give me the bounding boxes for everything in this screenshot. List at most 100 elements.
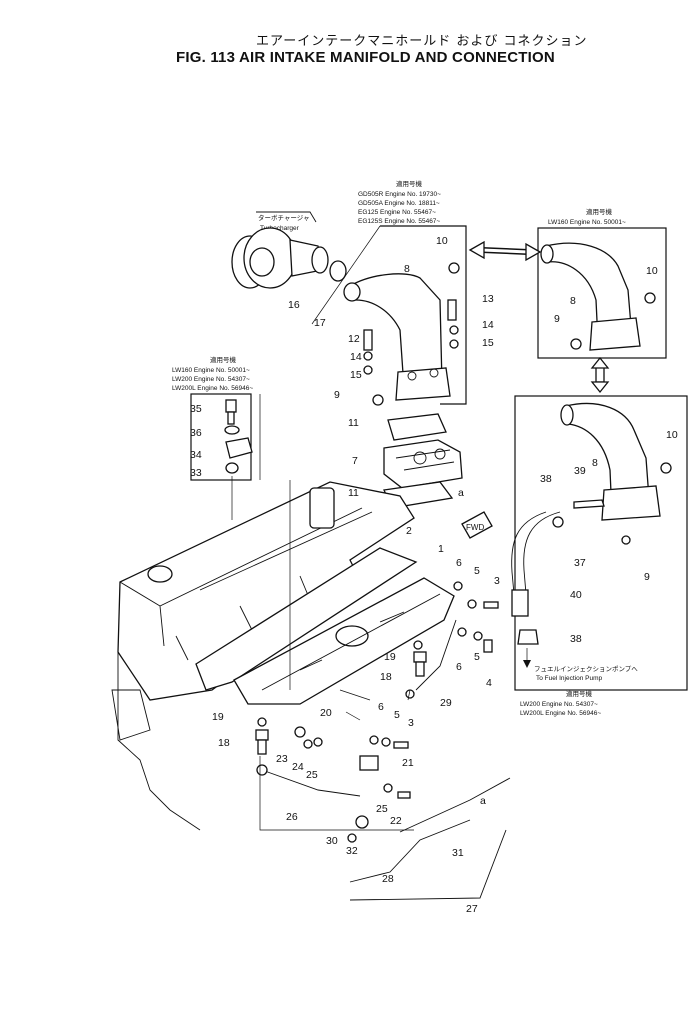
intake-connector-pipe-lw200: [511, 402, 672, 645]
svg-text:a: a: [480, 795, 486, 807]
svg-text:16: 16: [288, 299, 300, 311]
inset-frame-main: [380, 225, 467, 405]
svg-text:35: 35: [190, 403, 202, 415]
svg-text:34: 34: [190, 449, 202, 461]
svg-text:20: 20: [320, 707, 332, 719]
svg-text:適用号機: 適用号機: [566, 689, 593, 698]
svg-text:6: 6: [456, 661, 462, 673]
fuel-pump-note: フュエルインジェクションポンプへ To Fuel Injection Pump: [523, 648, 638, 682]
svg-text:LW200L Engine No. 56946~: LW200L Engine No. 56946~: [520, 710, 601, 717]
leader-lines: [231, 394, 414, 831]
svg-text:15: 15: [482, 337, 494, 349]
svg-text:40: 40: [570, 589, 582, 601]
svg-text:28: 28: [382, 873, 394, 885]
svg-text:25: 25: [376, 803, 388, 815]
gasket-11-upper: [387, 413, 447, 441]
applicability-top: 適用号機 GD505R Engine No. 19730~ GD505A Eng…: [358, 179, 441, 225]
svg-text:9: 9: [334, 389, 340, 401]
page-title-japanese: エアーインテークマニホールド および コネクション: [256, 34, 588, 49]
svg-text:10: 10: [646, 265, 658, 277]
manifold-gasket-2: [195, 547, 418, 691]
svg-text:23: 23: [276, 753, 288, 765]
intake-housing-7: [383, 439, 463, 489]
svg-text:適用号機: 適用号機: [396, 179, 423, 188]
callout-numbers: 1 2 3 3 4 5 5 5 6 6 6 7 8 8 8 9 9 9 10 1…: [190, 235, 678, 915]
svg-text:14: 14: [482, 319, 494, 331]
intake-manifold-1: [233, 577, 455, 705]
svg-text:38: 38: [570, 633, 582, 645]
svg-text:LW160 Engine No. 50001~: LW160 Engine No. 50001~: [172, 367, 250, 374]
svg-text:1: 1: [438, 543, 444, 555]
inset-frame-lw200: [514, 395, 688, 691]
wire-27: [349, 829, 507, 901]
intake-connector-pipe: [343, 273, 451, 401]
svg-text:22: 22: [390, 815, 402, 827]
svg-text:To Fuel Injection Pump: To Fuel Injection Pump: [536, 675, 603, 682]
svg-text:33: 33: [190, 467, 202, 479]
svg-text:30: 30: [326, 835, 338, 847]
svg-text:LW200L Engine No. 56946~: LW200L Engine No. 56946~: [172, 385, 253, 392]
applicability-left: 適用号機 LW160 Engine No. 50001~ LW200 Engin…: [172, 355, 253, 392]
svg-text:14: 14: [350, 351, 362, 363]
svg-text:FWD: FWD: [466, 523, 484, 532]
svg-text:2: 2: [406, 525, 412, 537]
svg-text:18: 18: [218, 737, 230, 749]
svg-text:9: 9: [554, 313, 560, 325]
clamp-parts: [224, 399, 253, 474]
svg-text:LW200 Engine No. 54307~: LW200 Engine No. 54307~: [520, 701, 598, 708]
small-hardware: [256, 262, 499, 843]
svg-text:19: 19: [212, 711, 224, 723]
svg-text:3: 3: [408, 717, 414, 729]
svg-text:適用号機: 適用号機: [586, 207, 613, 216]
inset-frame-clamp: [190, 393, 252, 481]
svg-text:13: 13: [482, 293, 494, 305]
svg-text:38: 38: [540, 473, 552, 485]
svg-text:9: 9: [644, 571, 650, 583]
applicability-bottom: 適用号機 LW200 Engine No. 54307~ LW200L Engi…: [520, 689, 601, 717]
svg-text:39: 39: [574, 465, 586, 477]
relay-21: [359, 755, 379, 771]
svg-text:Turbocharger: Turbocharger: [260, 225, 300, 232]
svg-text:15: 15: [350, 369, 362, 381]
svg-text:EG125S Engine No. 55467~: EG125S Engine No. 55467~: [358, 218, 440, 225]
svg-text:12: 12: [348, 333, 360, 345]
svg-text:3: 3: [494, 575, 500, 587]
svg-text:8: 8: [570, 295, 576, 307]
wire-29: [415, 619, 457, 691]
svg-text:29: 29: [440, 697, 452, 709]
svg-text:GD505A Engine No. 18811~: GD505A Engine No. 18811~: [358, 200, 440, 207]
engine-cylinder-head: [111, 481, 415, 831]
fwd-mark: FWD: [461, 511, 493, 539]
svg-text:4: 4: [486, 677, 492, 689]
svg-text:LW200 Engine No. 54307~: LW200 Engine No. 54307~: [172, 376, 250, 383]
svg-text:5: 5: [394, 709, 400, 721]
svg-text:7: 7: [352, 455, 358, 467]
heater-plug-lower: [255, 717, 269, 755]
svg-text:21: 21: [402, 757, 414, 769]
svg-text:8: 8: [592, 457, 598, 469]
svg-text:11: 11: [348, 417, 359, 429]
intake-connector-pipe-lw160: [540, 242, 656, 351]
svg-text:6: 6: [378, 701, 384, 713]
svg-text:LW160 Engine No. 50001~: LW160 Engine No. 50001~: [548, 219, 626, 226]
turbocharger: ターボチャージャ Turbocharger: [231, 211, 329, 289]
svg-text:フュエルインジェクションポンプへ: フュエルインジェクションポンプへ: [534, 665, 638, 673]
svg-text:26: 26: [286, 811, 298, 823]
svg-text:27: 27: [466, 903, 478, 915]
svg-text:32: 32: [346, 845, 358, 857]
svg-text:a: a: [458, 487, 464, 499]
gasket-17: [329, 260, 347, 282]
svg-text:10: 10: [436, 235, 448, 247]
svg-text:19: 19: [384, 651, 396, 663]
svg-text:6: 6: [456, 557, 462, 569]
svg-text:36: 36: [190, 427, 202, 439]
svg-text:8: 8: [404, 263, 410, 275]
svg-text:5: 5: [474, 651, 480, 663]
double-arrow-vertical: [590, 356, 610, 394]
wire-31: [399, 777, 511, 833]
inset-frame-lw160: [537, 227, 667, 359]
svg-text:17: 17: [314, 317, 326, 329]
wire-28: [349, 819, 471, 883]
double-arrow-horizontal: [468, 240, 542, 262]
